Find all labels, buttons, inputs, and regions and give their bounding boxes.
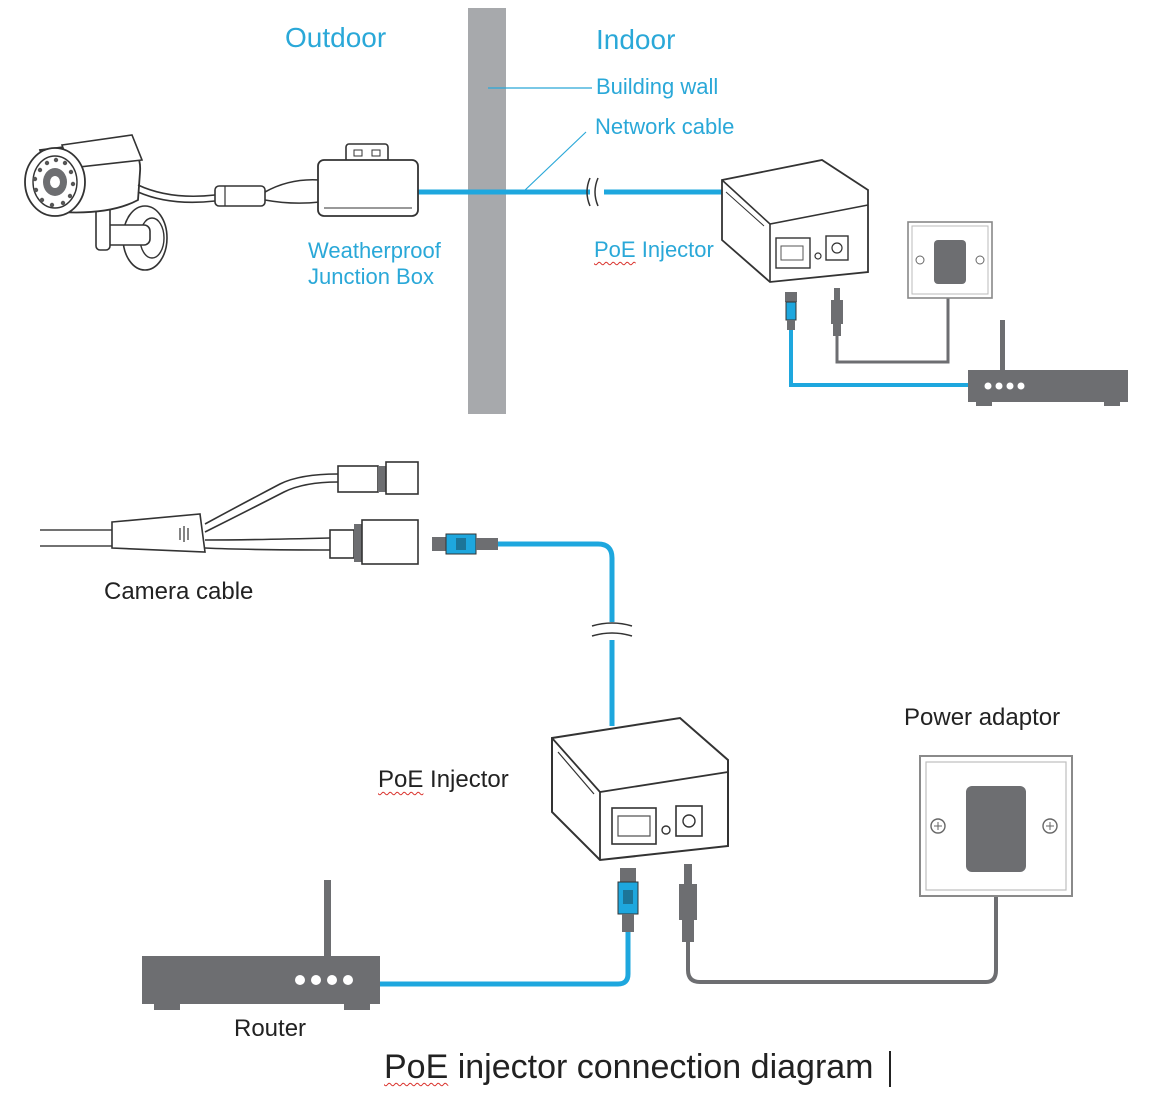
network-cable-label: Network cable [595,114,735,139]
router-top [968,320,1128,406]
power-cable-top [835,282,950,364]
diagram-caption-rest: injector connection diagram [448,1048,874,1086]
power-adaptor-top [907,221,993,299]
poe-injector-bottom [551,716,729,862]
injector-top-rj45-plug [785,292,797,330]
router-label: Router [234,1015,307,1042]
indoor-label: Indoor [596,24,676,55]
building-wall [468,8,506,414]
network-cable-bottom [498,541,615,726]
injector-bottom-rj45-plug [617,868,639,932]
poe-injector-top-label-word: PoE [594,237,636,262]
cable-break-bottom [591,622,633,637]
injector-top-dc-plug [831,288,843,336]
diagram-caption-word: PoE [384,1048,449,1086]
poe-injector-top [721,159,869,283]
injector-bottom-dc-plug [679,864,697,942]
power-cable-bottom [686,876,998,984]
rj45-plug-camera-side [432,533,498,555]
router-cable-bottom [378,932,631,987]
router-cable-top [789,330,970,387]
camera-cable [40,461,419,565]
diagram-caption: PoE injector connection diagram [384,1048,874,1087]
poe-injector-top-label-rest: Injector [635,237,714,262]
poe-injector-top-label: PoE Injector [594,237,714,263]
building-wall-label: Building wall [596,74,719,99]
network-cable-leader [522,131,587,193]
poe-injector-bottom-label: PoE Injector [378,766,509,794]
router-bottom [142,880,380,1010]
cable-break-top [586,177,599,207]
junction-box-label-line2: Junction Box [308,264,434,289]
camera-cable-label: Camera cable [104,578,254,605]
text-cursor [889,1051,891,1087]
poe-injector-bottom-label-word: PoE [378,766,424,793]
camera-pigtail-top [214,178,321,207]
junction-box [317,143,419,217]
junction-box-label-line1: Weatherproof [308,238,441,263]
outdoor-label: Outdoor [285,22,387,53]
ip-camera [24,134,216,271]
power-adaptor-label: Power adaptor [904,704,1061,731]
poe-injector-bottom-label-rest: Injector [423,766,509,793]
power-adaptor-bottom [919,755,1073,897]
